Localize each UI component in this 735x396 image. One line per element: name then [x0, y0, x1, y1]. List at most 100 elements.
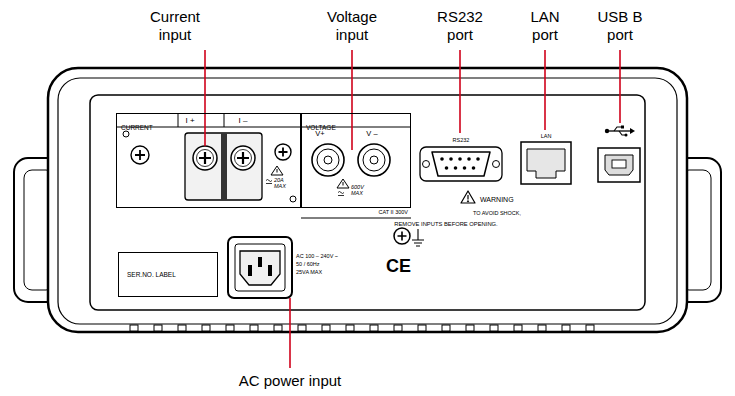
- current-terminal: [277, 169, 278, 173]
- label-anchor: Voltage input: [312, 8, 392, 44]
- label-anchor: USB B port: [592, 8, 648, 44]
- rating-marking: 20A MAX: [274, 177, 286, 189]
- label-anchor: 20A MAX: [274, 177, 290, 190]
- leader-line: [351, 50, 353, 150]
- label-anchor: LAN port: [520, 8, 570, 44]
- housing-foot: [202, 325, 210, 331]
- current-terminal: [193, 146, 217, 170]
- rs232-connector: [440, 157, 444, 161]
- label-anchor: V+: [315, 130, 324, 139]
- ground-screw: [394, 228, 424, 246]
- current-terminal: [178, 113, 179, 127]
- housing-foot: [394, 325, 402, 331]
- callout-label: RS232 port: [437, 8, 483, 43]
- housing-foot: [466, 325, 474, 331]
- rating-marking: 600V MAX: [351, 184, 364, 196]
- housing-foot: [154, 325, 162, 331]
- rs232-connector: [476, 157, 480, 161]
- warning-symbol: [461, 191, 475, 203]
- ac-inlet: [235, 244, 285, 291]
- voltage-terminal: [301, 127, 411, 218]
- label-anchor: CAT II 300V: [379, 209, 408, 215]
- housing-foot: [538, 325, 546, 331]
- voltage-terminal: [343, 182, 344, 186]
- label-anchor: REMOVE INPUTS BEFORE OPENING.: [394, 221, 497, 228]
- usb-port: [612, 160, 626, 168]
- callout-label: LAN port: [530, 8, 559, 43]
- current-terminal: [237, 152, 249, 164]
- port-marking: LAN: [541, 133, 552, 139]
- port-marking: RS232: [453, 137, 470, 143]
- label-anchor: 600V MAX: [351, 184, 369, 197]
- warning-symbol: [467, 195, 468, 200]
- usb-port: [619, 131, 625, 135]
- rs232-connector: [454, 166, 458, 170]
- rs232-connector: [449, 157, 453, 161]
- warning-text: TO AVOID SHOCK,: [473, 210, 521, 216]
- lan-jack: [521, 142, 571, 184]
- current-terminal: [116, 113, 301, 202]
- current-terminal: [135, 150, 145, 160]
- rs232-connector: [463, 166, 467, 170]
- serial-number-label: SER.NO. LABEL: [118, 252, 218, 297]
- rs232-connector: [467, 157, 471, 161]
- power-rating: AC 100 – 240V ~: [296, 253, 338, 259]
- current-terminal: [266, 180, 272, 184]
- callout-label: Current input: [150, 8, 200, 43]
- label-text: SER.NO. LABEL: [127, 271, 176, 278]
- housing-bezel: [58, 78, 677, 324]
- voltage-terminal: [370, 156, 378, 164]
- rs232-connector: [472, 166, 476, 170]
- lan-jack: [521, 142, 571, 184]
- current-terminal: [221, 133, 227, 200]
- current-terminal: [185, 133, 262, 200]
- warning-text: WARNING: [480, 196, 514, 203]
- label-anchor: RS232 port: [425, 8, 495, 44]
- housing-foot: [586, 325, 594, 331]
- current-terminal: [224, 113, 225, 127]
- label-anchor: CE: [386, 256, 411, 278]
- label-anchor: WARNING: [480, 196, 514, 204]
- voltage-terminal: [337, 179, 349, 188]
- rs232-connector: [420, 147, 502, 181]
- usb-port: [625, 134, 628, 137]
- housing-foot: [298, 325, 306, 331]
- usb-port: [598, 148, 640, 182]
- terminal-marking: I –: [239, 116, 248, 125]
- label-anchor: AC 100 – 240V ~: [296, 253, 338, 259]
- leader-line: [289, 298, 291, 368]
- housing-foot: [490, 325, 498, 331]
- usb-port: [630, 128, 635, 134]
- ac-inlet: [228, 237, 292, 298]
- terminal-marking: V –: [366, 129, 377, 138]
- voltage-terminal: [358, 144, 390, 176]
- housing-foot: [226, 325, 234, 331]
- ground-screw: [412, 229, 424, 246]
- voltage-terminal: [312, 144, 344, 176]
- usb-port: [614, 127, 621, 131]
- usb-port: [598, 126, 640, 183]
- ac-inlet: [268, 265, 272, 276]
- power-rating: 50 / 60Hz: [296, 261, 320, 267]
- voltage-terminal: [317, 149, 339, 171]
- current-terminal: [235, 150, 252, 167]
- housing-foot: [274, 325, 282, 331]
- rs232-connector: [493, 161, 500, 168]
- label-anchor: AC power input: [239, 372, 342, 390]
- label-anchor: Current input: [135, 8, 215, 44]
- warning-symbol: [461, 191, 475, 203]
- rs232-connector: [445, 166, 449, 170]
- voltage-terminal: [324, 156, 332, 164]
- label-anchor: 50 / 60Hz: [296, 261, 320, 267]
- housing-foot: [562, 325, 570, 331]
- housing-bezel: [48, 68, 687, 332]
- label-anchor: LAN: [541, 133, 552, 139]
- callout-label: USB B port: [597, 8, 642, 43]
- callout-label: Voltage input: [327, 8, 377, 43]
- current-terminal: [123, 131, 129, 137]
- label-anchor: I +: [185, 116, 194, 125]
- terminal-marking: I +: [185, 116, 194, 125]
- leader-line: [205, 50, 620, 368]
- label-anchor: 25VA MAX: [296, 269, 322, 275]
